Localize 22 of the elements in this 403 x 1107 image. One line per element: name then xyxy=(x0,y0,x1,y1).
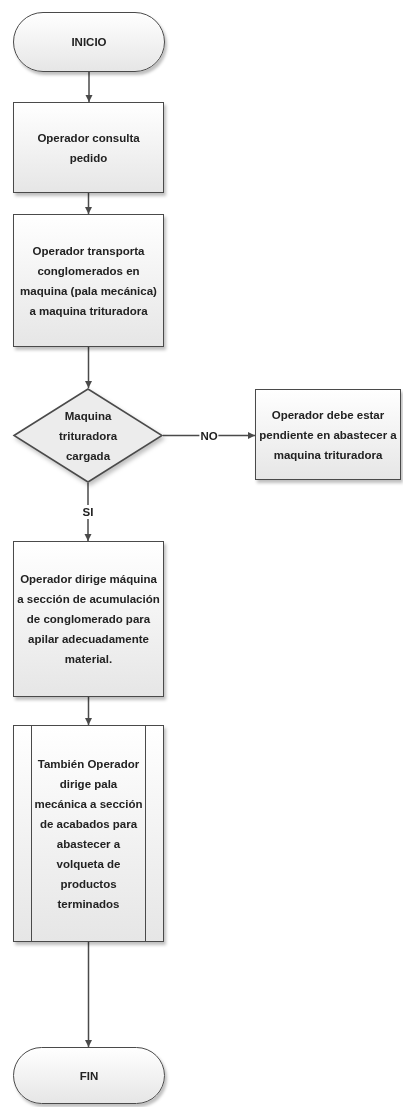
arrow xyxy=(84,346,93,389)
arrow xyxy=(84,192,93,215)
node-text: Maquina trituradora cargada xyxy=(57,408,119,464)
process-box xyxy=(13,102,164,193)
process-box xyxy=(13,541,164,697)
node-text: Operador dirige máquina a sección de acumulación de conglomerado para apilar adecuadamente material. xyxy=(17,572,160,667)
process-box xyxy=(13,214,164,347)
node-text: FIN xyxy=(79,1068,99,1084)
node-text: También Operador dirige pala mecánica a sección de acabados para abastecer a volqueta de productos terminados xyxy=(34,756,143,912)
terminator-shape xyxy=(13,12,165,72)
arrow xyxy=(85,71,93,103)
node-text: Operador transporta conglomerados en maquina (pala mecánica) a maquina trituradora xyxy=(19,243,158,319)
node-text: INICIO xyxy=(71,35,107,50)
arrow xyxy=(84,696,93,726)
edge-label: SI xyxy=(81,505,95,519)
arrow xyxy=(84,941,93,1048)
node-text: Operador debe estar pendiente en abastecer a maquina trituradora xyxy=(259,407,397,463)
process-box xyxy=(255,389,401,480)
decision-diamond xyxy=(13,388,163,483)
node-text: Operador consulta pedido xyxy=(36,130,141,166)
predefined-process-box xyxy=(13,725,164,942)
terminator-shape xyxy=(13,1047,165,1104)
